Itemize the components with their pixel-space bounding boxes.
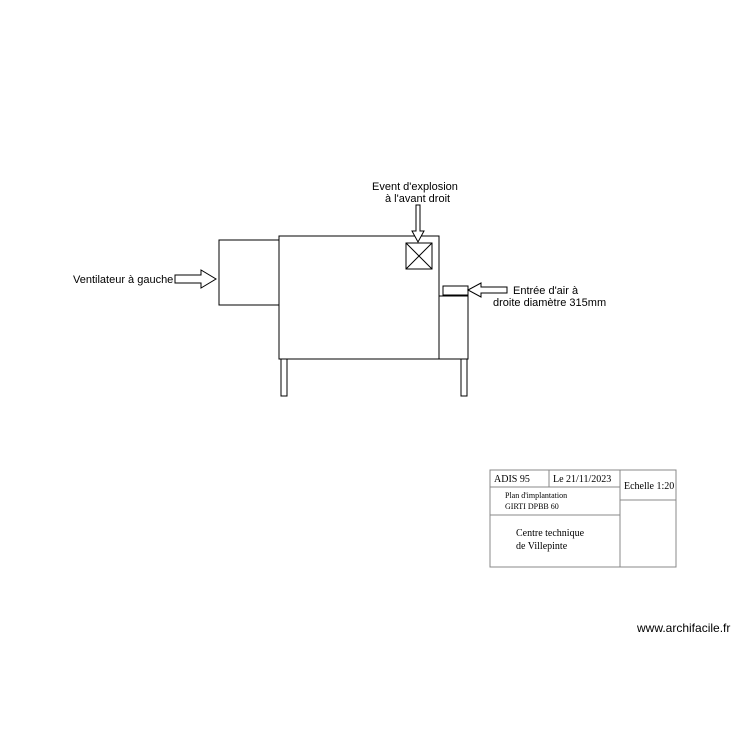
plan-title-line2: GIRTI DPBB 60 bbox=[505, 502, 559, 511]
fan-housing bbox=[218, 239, 280, 306]
air-inlet-label: Entrée d'air à bbox=[513, 285, 579, 297]
right-leg bbox=[460, 358, 468, 397]
title-block-frame bbox=[489, 469, 677, 568]
vent-label-line2: à l'avant droit bbox=[385, 193, 451, 205]
vent-arrow bbox=[411, 204, 425, 244]
explosion-vent-symbol bbox=[405, 242, 433, 270]
site-name-line1: Centre technique bbox=[516, 528, 585, 539]
drawing-scale: Echelle 1:20 bbox=[624, 481, 675, 492]
main-body bbox=[278, 235, 440, 360]
site-name-line2: de Villepinte bbox=[516, 541, 568, 552]
company-name: ADIS 95 bbox=[494, 474, 530, 485]
drawing-date: Le 21/11/2023 bbox=[553, 474, 612, 485]
air-inlet-pipe bbox=[442, 285, 469, 296]
watermark-link[interactable]: www.archifacile.fr bbox=[637, 621, 731, 635]
fan-arrow bbox=[174, 269, 217, 289]
air-inlet-label-line2: droite diamètre 315mm bbox=[493, 297, 607, 309]
fan-label: Ventilateur à gauche bbox=[73, 274, 174, 286]
left-leg bbox=[280, 358, 288, 397]
right-compartment bbox=[438, 295, 469, 360]
vent-label: Event d'explosion bbox=[372, 181, 458, 193]
plan-title-line1: Plan d'implantation bbox=[505, 491, 568, 500]
air-inlet-arrow bbox=[466, 282, 508, 298]
